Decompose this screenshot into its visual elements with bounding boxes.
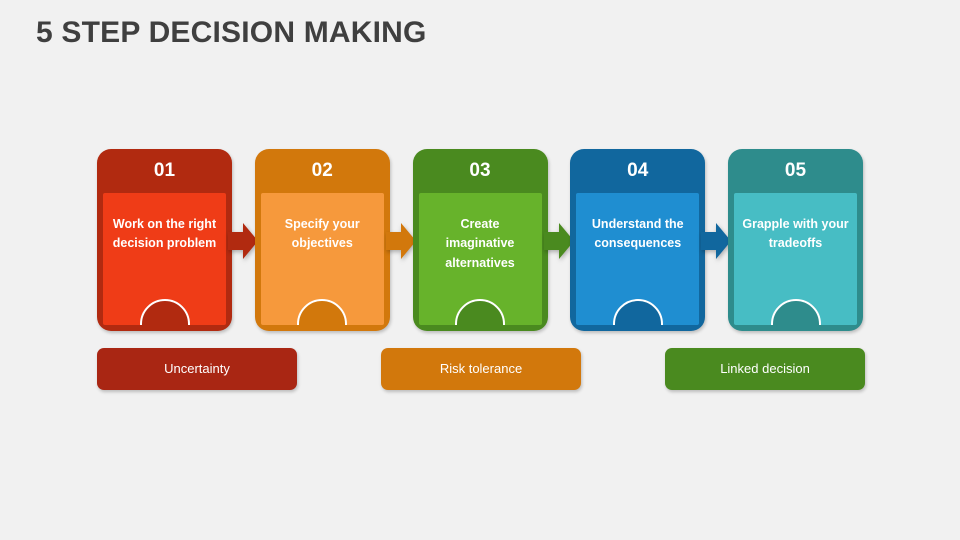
arrow-right-icon xyxy=(385,223,416,259)
category-label-3[interactable]: Linked decision xyxy=(665,348,865,390)
arrow-right-icon xyxy=(701,223,732,259)
step-number: 03 xyxy=(469,160,491,181)
step-body: Understand the consequences xyxy=(576,193,700,325)
step-description: Understand the consequences xyxy=(591,217,684,251)
category-label-2[interactable]: Risk tolerance xyxy=(381,348,581,390)
category-labels-row: Uncertainty Risk tolerance Linked decision xyxy=(97,348,865,390)
step-circle-icon xyxy=(139,299,190,325)
step-body: Grapple with your tradeoffs xyxy=(734,193,857,325)
step-number: 05 xyxy=(784,160,807,181)
step-description: Work on the right decision problem xyxy=(112,217,217,251)
step-number: 02 xyxy=(311,160,333,181)
step-circle-icon xyxy=(770,299,821,325)
step-description: Specify your objectives xyxy=(284,217,360,251)
step-number: 01 xyxy=(153,160,176,181)
page-title: 5 STEP DECISION MAKING xyxy=(36,16,427,49)
step-description: Create imaginative alternatives xyxy=(445,217,515,270)
category-label-1[interactable]: Uncertainty xyxy=(97,348,297,390)
step-circle-icon xyxy=(455,299,505,325)
arrow-right-icon xyxy=(543,223,574,259)
step-description: Grapple with your tradeoffs xyxy=(742,217,849,251)
step-number: 04 xyxy=(627,160,649,181)
step-body: Work on the right decision problem xyxy=(103,193,226,325)
step-circle-icon xyxy=(612,299,663,325)
step-circle-icon xyxy=(297,299,348,325)
step-body: Specify your objectives xyxy=(260,193,384,325)
step-body: Create imaginative alternatives xyxy=(418,193,542,325)
arrow-right-icon xyxy=(228,223,258,259)
